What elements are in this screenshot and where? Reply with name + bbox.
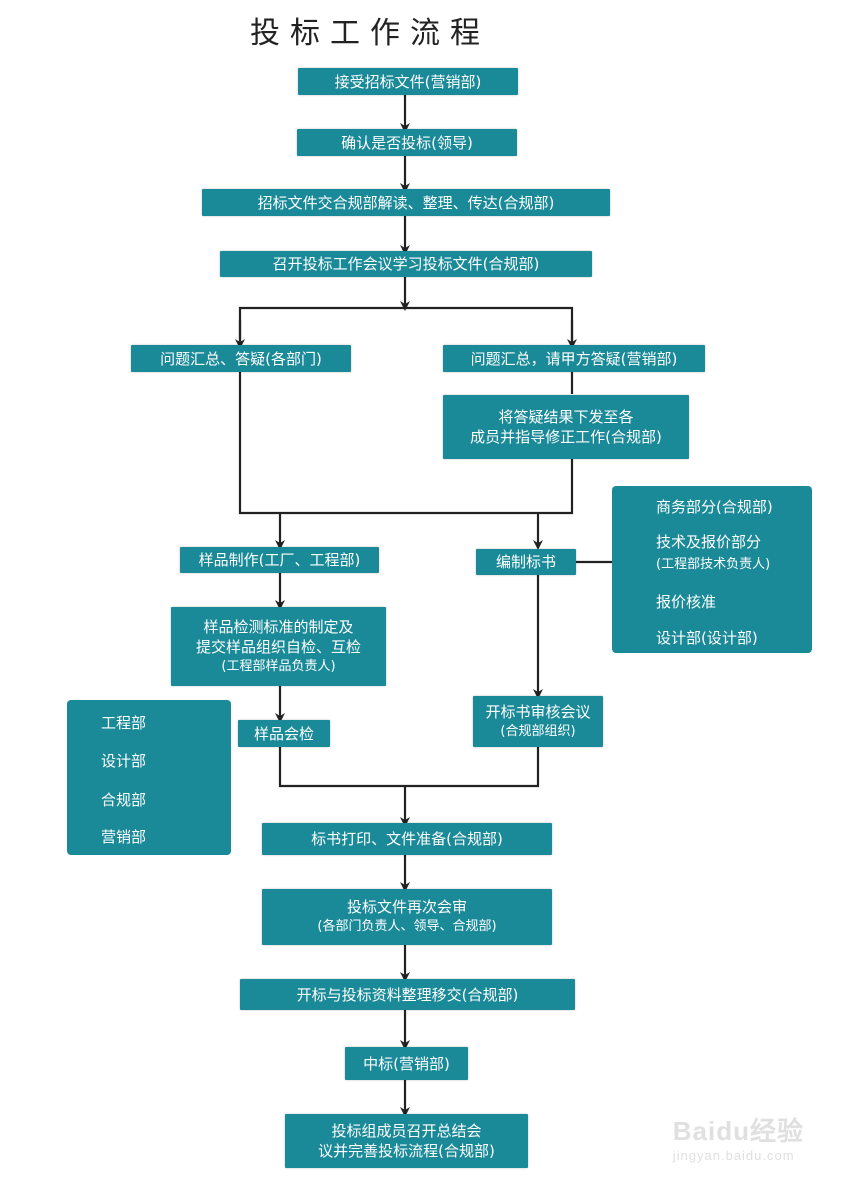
merge-bar (238, 372, 574, 515)
node-compile-bid: 编制标书 (476, 549, 576, 575)
node-win-bid: 中标(营销部) (345, 1047, 468, 1080)
node-sample-inspection: 样品会检 (238, 720, 330, 747)
baidu-jingyan-watermark: Baidu经验 jingyan.baidu.com (673, 1111, 804, 1163)
dept-compliance: 合规部 (101, 791, 147, 809)
node-sample-standards: 样品检测标准的制定及 提交样品组织自检、互检 (工程部样品负责人) (171, 607, 386, 686)
panel-item-price-check: 报价核准 (656, 593, 717, 611)
split-bar (238, 306, 574, 340)
node-bid-opening: 开标与投标资料整理移交(合规部) (240, 979, 575, 1010)
dept-design: 设计部 (101, 752, 147, 770)
merge-bar-2 (278, 747, 540, 788)
node-questions-client: 问题汇总，请甲方答疑(营销部) (443, 345, 705, 372)
dept-engineering: 工程部 (101, 714, 147, 732)
node-interpret-docs: 招标文件交合规部解读、整理、传达(合规部) (202, 189, 610, 216)
panel-item-technical: 技术及报价部分 (656, 533, 762, 551)
node-confirm-bid: 确认是否投标(领导) (297, 129, 517, 156)
node-distribute-answers: 将答疑结果下发至各 成员并指导修正工作(合规部) (443, 395, 689, 459)
bid-sections-panel: 商务部分(合规部) 技术及报价部分 (工程部技术负责人) 报价核准 设计部(设计… (612, 486, 812, 653)
node-receive-tender: 接受招标文件(营销部) (298, 68, 518, 95)
dept-marketing: 营销部 (101, 828, 147, 846)
watermark-url: jingyan.baidu.com (672, 1148, 795, 1163)
node-summary-meeting: 投标组成员召开总结会 议并完善投标流程(合规部) (285, 1114, 528, 1168)
node-final-review: 投标文件再次会审 (各部门负责人、领导、合规部) (262, 889, 552, 945)
watermark-logo: Baidu经验 (672, 1116, 804, 1146)
panel-item-design: 设计部(设计部) (656, 629, 758, 647)
node-sample-production: 样品制作(工厂、工程部) (180, 547, 379, 573)
panel-item-technical-owner: (工程部技术负责人) (656, 557, 771, 572)
diagram-title: 投标工作流程 (250, 16, 490, 51)
node-kickoff-meeting: 召开投标工作会议学习投标文件(合规部) (220, 251, 592, 277)
panel-item-business: 商务部分(合规部) (656, 498, 773, 516)
node-print-documents: 标书打印、文件准备(合规部) (262, 823, 552, 855)
inspection-departments-panel: 工程部 设计部 合规部 营销部 (67, 700, 231, 855)
node-bid-review-meeting: 开标书审核会议 (合规部组织) (473, 696, 603, 747)
node-questions-internal: 问题汇总、答疑(各部门) (131, 345, 351, 372)
